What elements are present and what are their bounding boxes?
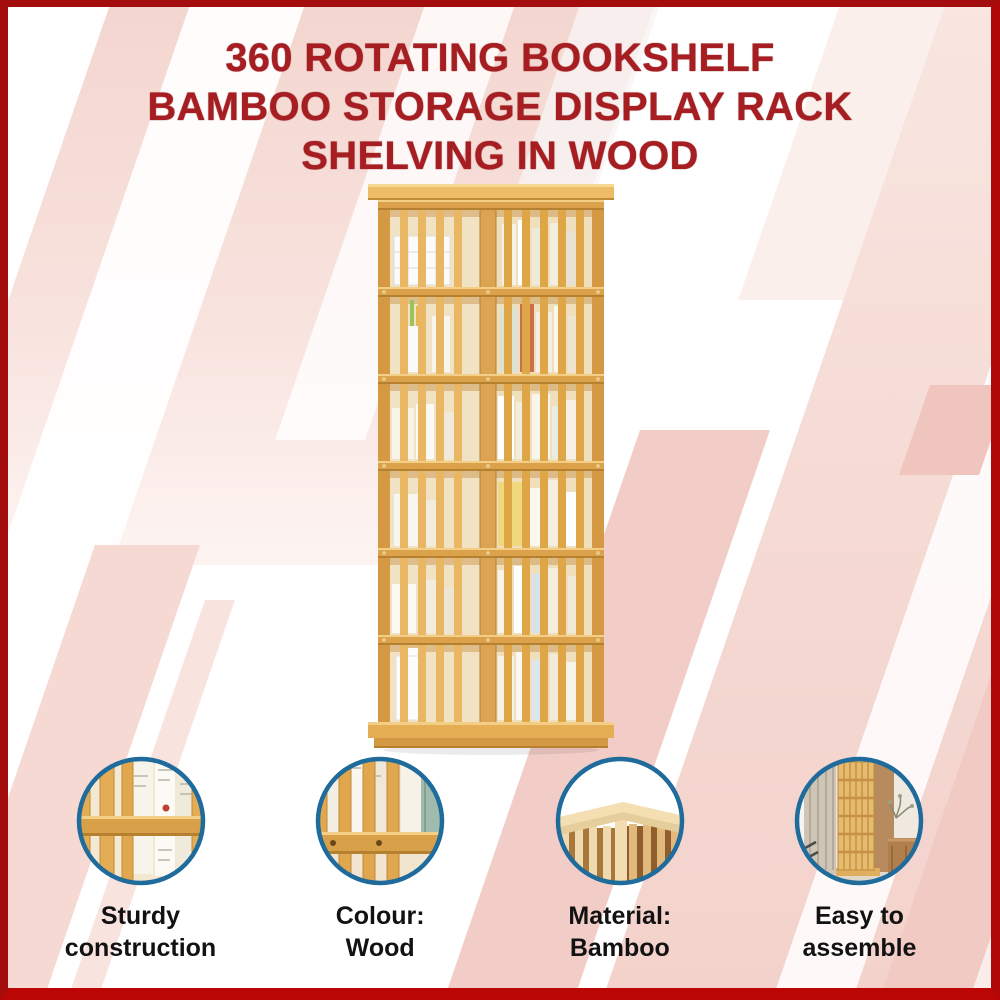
page-title: 360 ROTATING BOOKSHELF BAMBOO STORAGE DI…: [0, 34, 1000, 181]
feature-sturdy-construction: Sturdy construction: [28, 754, 253, 964]
bookshelf-illustration: [368, 184, 614, 755]
feature-material-bamboo: Material: Bamboo: [507, 754, 732, 964]
feature-photo-sturdy: [74, 754, 208, 888]
feature-label: Material: Bamboo: [568, 902, 672, 962]
shelf-rails: [378, 200, 604, 645]
shelf-base: [368, 722, 614, 748]
title-line-1: 360 ROTATING BOOKSHELF: [225, 36, 775, 80]
title-line-2: BAMBOO STORAGE DISPLAY RACK: [147, 85, 853, 129]
feature-photo-colour: [313, 754, 447, 888]
feature-row: Sturdy construction: [0, 754, 1000, 964]
feature-label: Easy to assemble: [802, 902, 917, 962]
feature-photo-material: [553, 754, 687, 888]
shelf-top-cap: [368, 184, 614, 200]
title-line-3: SHELVING IN WOOD: [301, 134, 699, 178]
feature-label: Colour: Wood: [335, 902, 425, 962]
feature-photo-assemble: [792, 754, 926, 888]
feature-colour-wood: Colour: Wood: [268, 754, 493, 964]
feature-label: Sturdy construction: [64, 902, 217, 962]
product-image: [366, 176, 616, 756]
feature-easy-assemble: Easy to assemble: [747, 754, 972, 964]
